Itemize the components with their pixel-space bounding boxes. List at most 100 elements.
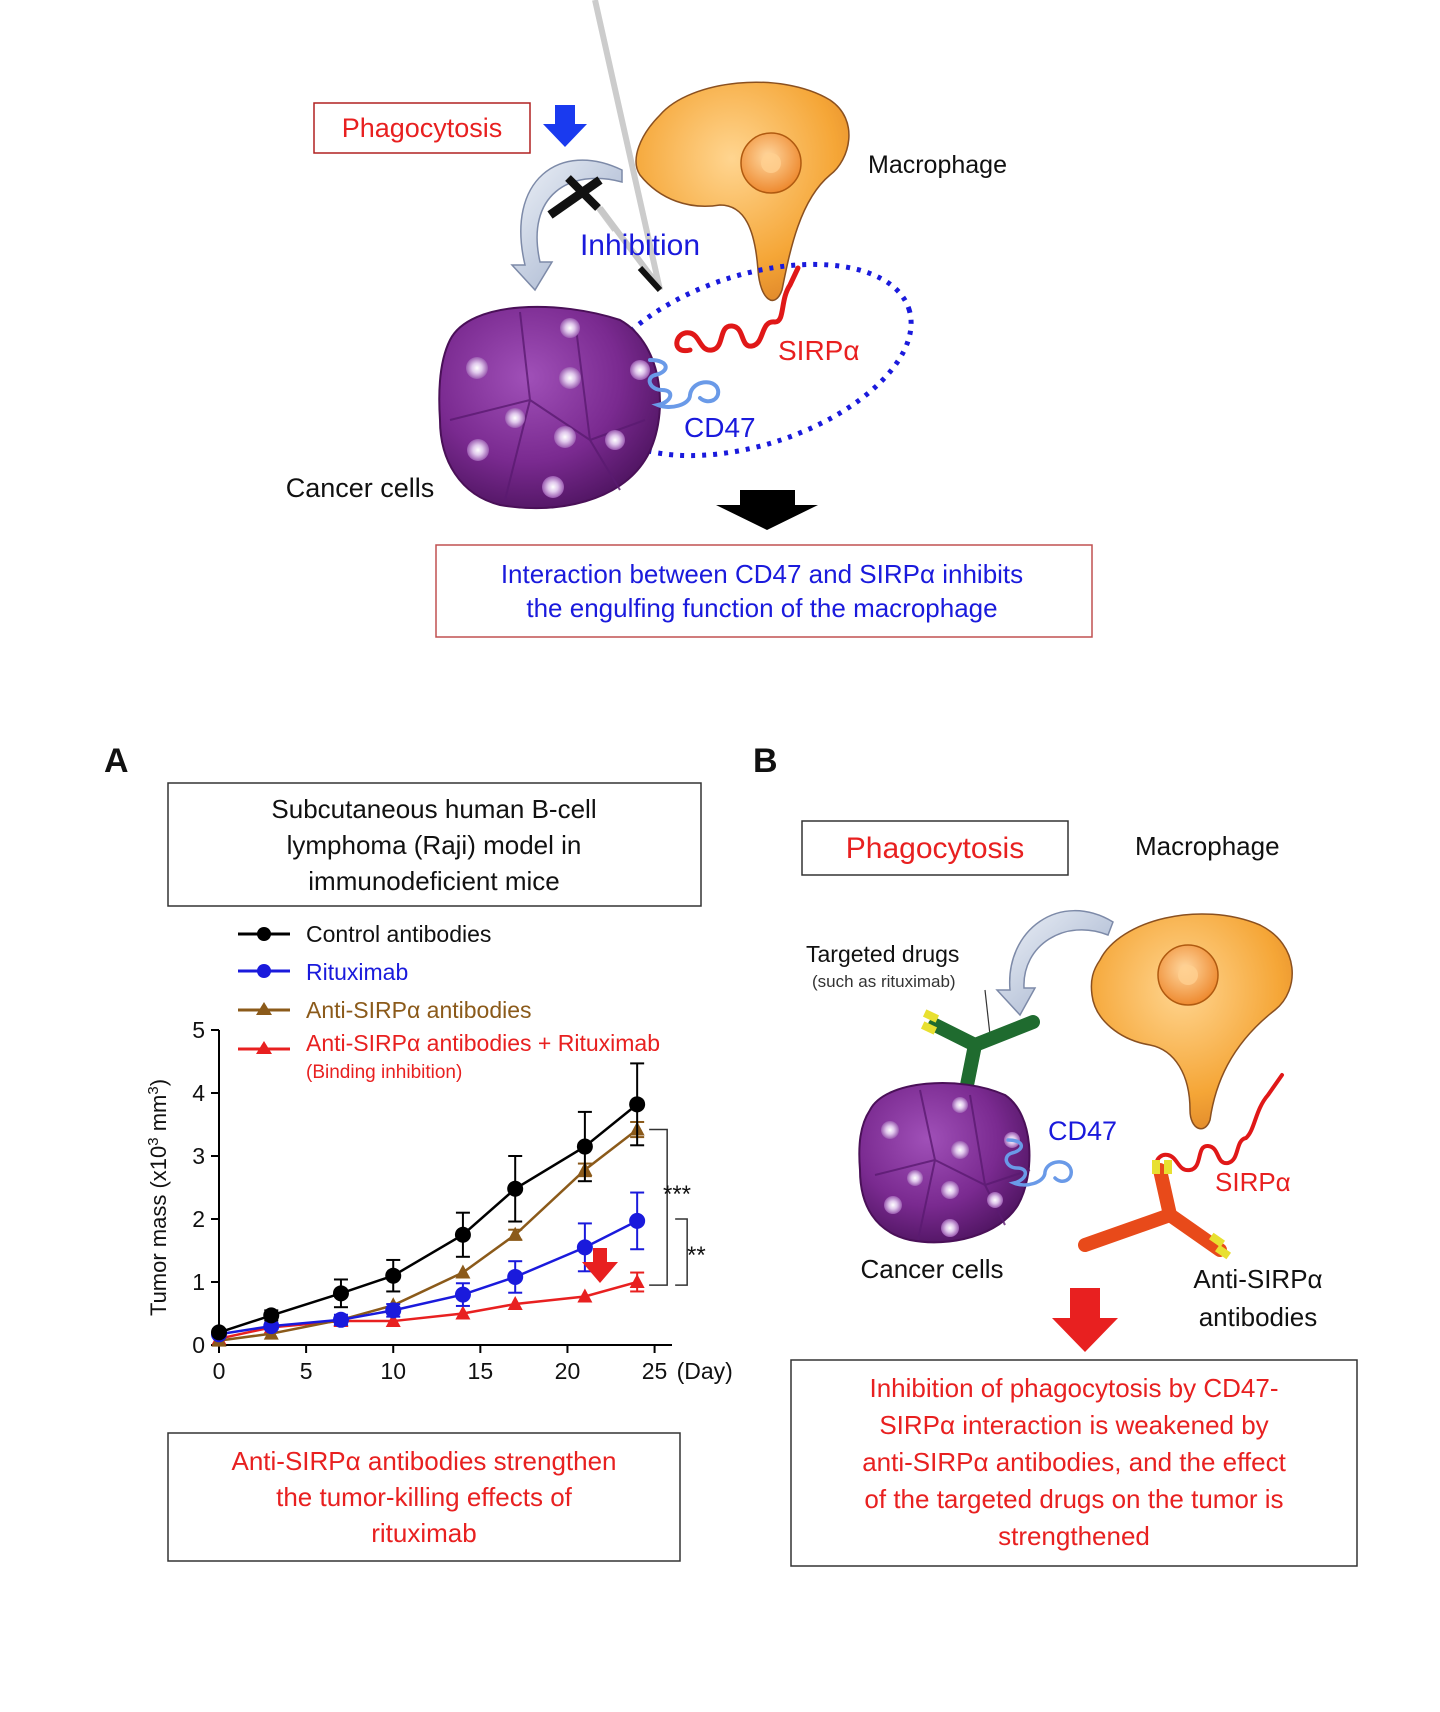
data-point (454, 1226, 471, 1243)
data-point (629, 1274, 645, 1288)
top-conclusion-box (435, 544, 1093, 638)
result-arrow-icon (716, 490, 818, 530)
panel-a-letter: A (104, 742, 129, 780)
inhibition-symbol-icon (547, 0, 663, 293)
data-point (507, 1268, 524, 1285)
series-line (218, 1128, 638, 1342)
panel-b-conclusion-box (790, 1359, 1358, 1567)
data-point (629, 1212, 646, 1229)
x-axis-label: (Day) (677, 1358, 733, 1384)
legend-label-anti-sirpa: Anti-SIRPα antibodies (306, 997, 532, 1023)
cd47-receptor-icon (647, 358, 721, 409)
model-line2: lymphoma (Raji) model in (287, 830, 582, 860)
panel-b-conclusion-line3: anti-SIRPα antibodies, and the effect (862, 1447, 1286, 1477)
legend-marker-anti-sirpa (256, 1002, 272, 1015)
series-line (218, 1280, 638, 1340)
top-conclusion-line2: the engulfing function of the macrophage (526, 593, 997, 623)
interaction-ellipse (590, 261, 914, 459)
y-tick-label: 5 (192, 1017, 205, 1043)
y-tick-label: 0 (192, 1332, 205, 1358)
panel-b: B Phagocytosis Macrophage Targeted drugs… (753, 742, 1358, 1567)
panel-a-conclusion-line3: rituximab (371, 1518, 476, 1548)
legend-marker-combo (256, 1041, 272, 1054)
legend-marker-rituximab (257, 964, 271, 978)
anti-sirpa-line1: Anti-SIRPα (1193, 1264, 1322, 1294)
legend-label-control: Control antibodies (306, 921, 491, 947)
significance-bracket (649, 1128, 668, 1286)
panel-b-letter: B (753, 742, 778, 780)
panel-b-phagocytosis-box (801, 820, 1069, 876)
x-tick-label: 15 (468, 1358, 494, 1384)
legend-label-combo: Anti-SIRPα antibodies + Rituximab (306, 1030, 660, 1056)
data-point (454, 1286, 471, 1303)
curved-arrow-icon (510, 159, 623, 292)
panel-b-cd47-label: CD47 (1048, 1116, 1117, 1146)
panel-b-conclusion-line2: SIRPα interaction is weakened by (879, 1410, 1268, 1440)
y-tick-label: 1 (192, 1269, 205, 1295)
model-line1: Subcutaneous human B-cell (271, 794, 596, 824)
top-diagram: Phagocytosis Inhibition Macrophage (286, 0, 1093, 638)
significance-double: ** (687, 1242, 706, 1269)
cancer-cells-label: Cancer cells (286, 473, 435, 503)
data-point (385, 1313, 401, 1328)
panel-b-result-arrow-icon (1052, 1288, 1118, 1352)
data-point (576, 1138, 593, 1155)
y-tick-label: 4 (192, 1080, 205, 1106)
panel-a-conclusion-box (167, 1432, 681, 1562)
x-tick-label: 0 (213, 1358, 226, 1384)
data-point (507, 1180, 524, 1197)
x-tick-label: 25 (642, 1358, 668, 1384)
series-line (218, 1103, 638, 1334)
macrophage-label: Macrophage (868, 151, 1007, 179)
legend-marker-control (257, 927, 271, 941)
panel-b-sirpa-label: SIRPα (1215, 1167, 1291, 1197)
inhibition-label: Inhibition (580, 229, 700, 262)
data-point (211, 1324, 227, 1341)
targeted-drugs-label: Targeted drugs (806, 941, 959, 967)
chart-legend: Control antibodies Rituximab Anti-SIRPα … (238, 921, 660, 1083)
data-point (385, 1267, 402, 1284)
data-point (455, 1264, 471, 1279)
x-tick-label: 5 (300, 1358, 313, 1384)
top-conclusion-line1: Interaction between CD47 and SIRPα inhib… (501, 559, 1023, 589)
data-point (507, 1226, 523, 1241)
significance-triple: *** (663, 1181, 691, 1208)
x-tick-label: 20 (555, 1358, 581, 1384)
legend-label-rituximab: Rituximab (306, 959, 408, 985)
cancer-cells-icon (438, 305, 661, 509)
panel-b-curved-arrow-icon (995, 910, 1114, 1017)
sirpa-receptor-icon (674, 265, 801, 354)
significance-bracket (675, 1218, 688, 1286)
data-point (629, 1096, 646, 1113)
panel-b-conclusion-line1: Inhibition of phagocytosis by CD47- (869, 1373, 1278, 1403)
data-point (263, 1307, 280, 1324)
data-point (576, 1239, 593, 1256)
panel-b-macrophage-icon (1090, 913, 1293, 1130)
targeted-drugs-sublabel: (such as rituximab) (812, 972, 956, 991)
panel-a-conclusion-line1: Anti-SIRPα antibodies strengthen (231, 1446, 616, 1476)
legend-sublabel-combo: (Binding inhibition) (306, 1062, 462, 1083)
decrease-arrow-icon (543, 105, 587, 147)
data-point (332, 1285, 349, 1302)
panel-b-cancer-cells-icon (858, 1082, 1031, 1244)
phagocytosis-box (313, 102, 531, 154)
model-box (167, 782, 702, 907)
anti-sirpa-line2: antibodies (1199, 1302, 1318, 1332)
panel-b-conclusion-line5: strengthened (998, 1521, 1150, 1551)
panel-b-macrophage-label: Macrophage (1135, 831, 1280, 861)
series-line (218, 1219, 638, 1336)
reduction-arrow-icon (582, 1248, 618, 1283)
data-point (507, 1296, 523, 1311)
data-point (332, 1311, 349, 1328)
model-line3: immunodeficient mice (308, 866, 559, 896)
y-tick-label: 2 (192, 1206, 205, 1232)
data-point (577, 1288, 593, 1303)
macrophage-icon (635, 81, 850, 302)
data-point (455, 1305, 471, 1320)
anti-sirpa-antibody-icon (1078, 1160, 1232, 1260)
panel-b-cd47-icon (1004, 1138, 1073, 1187)
panel-b-sirpa-icon (1154, 1073, 1284, 1173)
panel-b-phagocytosis-label: Phagocytosis (846, 832, 1024, 865)
